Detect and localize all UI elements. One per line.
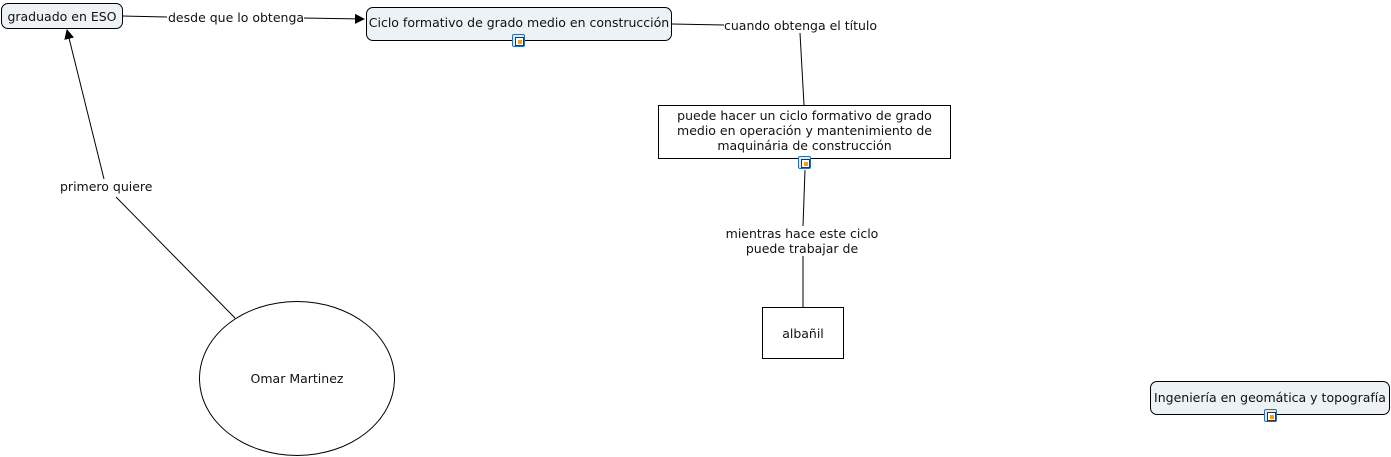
- concept-label: Omar Martinez: [250, 371, 344, 386]
- concept-ingenieria-geomatica[interactable]: Ingeniería en geomática y topografía: [1150, 381, 1390, 415]
- concept-label: puede hacer un ciclo formativo de grado …: [677, 108, 932, 153]
- document-resource-icon[interactable]: [1264, 409, 1277, 422]
- concept-graduado-en-eso[interactable]: graduado en ESO: [1, 3, 123, 29]
- document-resource-icon[interactable]: [512, 34, 525, 47]
- concept-label: albañil: [782, 325, 824, 341]
- concept-label: Ciclo formativo de grado medio en constr…: [368, 15, 670, 30]
- concept-albanil[interactable]: albañil: [762, 307, 844, 359]
- document-resource-icon[interactable]: [798, 156, 811, 169]
- concept-label: graduado en ESO: [7, 8, 117, 24]
- edge-omar-to-primero: [115, 196, 236, 319]
- edge-primero-to-graduado: [64, 29, 105, 180]
- edge-desde-to-ciclo: [301, 13, 365, 24]
- edge-puede-hacer-to-mientras: [802, 169, 806, 227]
- link-mientras-hace-este-ciclo[interactable]: mientras hace este ciclo puede trabajar …: [724, 226, 880, 256]
- edge-cuando-to-puede-hacer: [799, 32, 805, 106]
- edge-ciclo-to-cuando: [671, 23, 725, 26]
- concept-puede-hacer-ciclo[interactable]: puede hacer un ciclo formativo de grado …: [658, 105, 951, 159]
- concept-label: Ingeniería en geomática y topografía: [1154, 390, 1386, 405]
- link-primero-quiere[interactable]: primero quiere: [60, 179, 153, 194]
- link-desde-que-lo-obtenga[interactable]: desde que lo obtenga: [168, 10, 305, 25]
- link-cuando-obtenga-el-titulo[interactable]: cuando obtenga el título: [724, 18, 878, 33]
- edge-graduado-to-desde: [122, 15, 168, 18]
- concept-omar-martinez[interactable]: Omar Martinez: [199, 301, 395, 456]
